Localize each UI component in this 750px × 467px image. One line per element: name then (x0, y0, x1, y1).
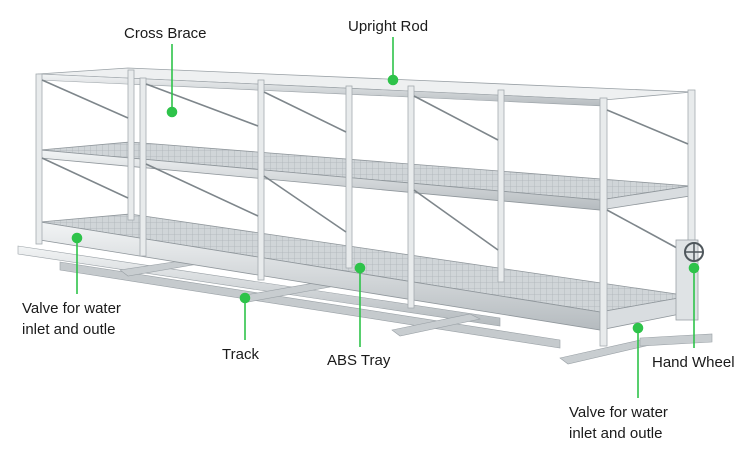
cross-braces (41, 79, 689, 255)
valve-right-line2: inlet and outle (569, 425, 663, 442)
valve-left-line1: Valve for water (22, 300, 121, 317)
valve-left-line2: inlet and outle (22, 321, 116, 338)
upright-rods (35, 69, 696, 347)
cross-brace-label: Cross Brace (124, 25, 207, 42)
track-label: Track (222, 346, 259, 363)
callout-dot-icon (71, 232, 83, 244)
callout-dot-icon (354, 262, 366, 274)
valve-right-line1: Valve for water (569, 404, 668, 421)
callout-dot-icon (632, 322, 644, 334)
hand-wheel-label: Hand Wheel (652, 354, 735, 371)
hand-wheel-icon (675, 239, 704, 321)
upright-rod-label: Upright Rod (348, 18, 429, 35)
callout-dot-icon (239, 292, 251, 304)
callouts (71, 37, 700, 398)
abs-tray-label: ABS Tray (327, 352, 391, 369)
top-frame (37, 67, 693, 107)
valve-right-label: Valve for water inlet and outle (569, 402, 719, 444)
valve-left-label: Valve for water inlet and outle (22, 298, 162, 340)
middle-tray (39, 141, 691, 211)
callout-dot-icon (688, 262, 700, 274)
callout-dot-icon (166, 106, 178, 118)
callout-dot-icon (387, 74, 399, 86)
